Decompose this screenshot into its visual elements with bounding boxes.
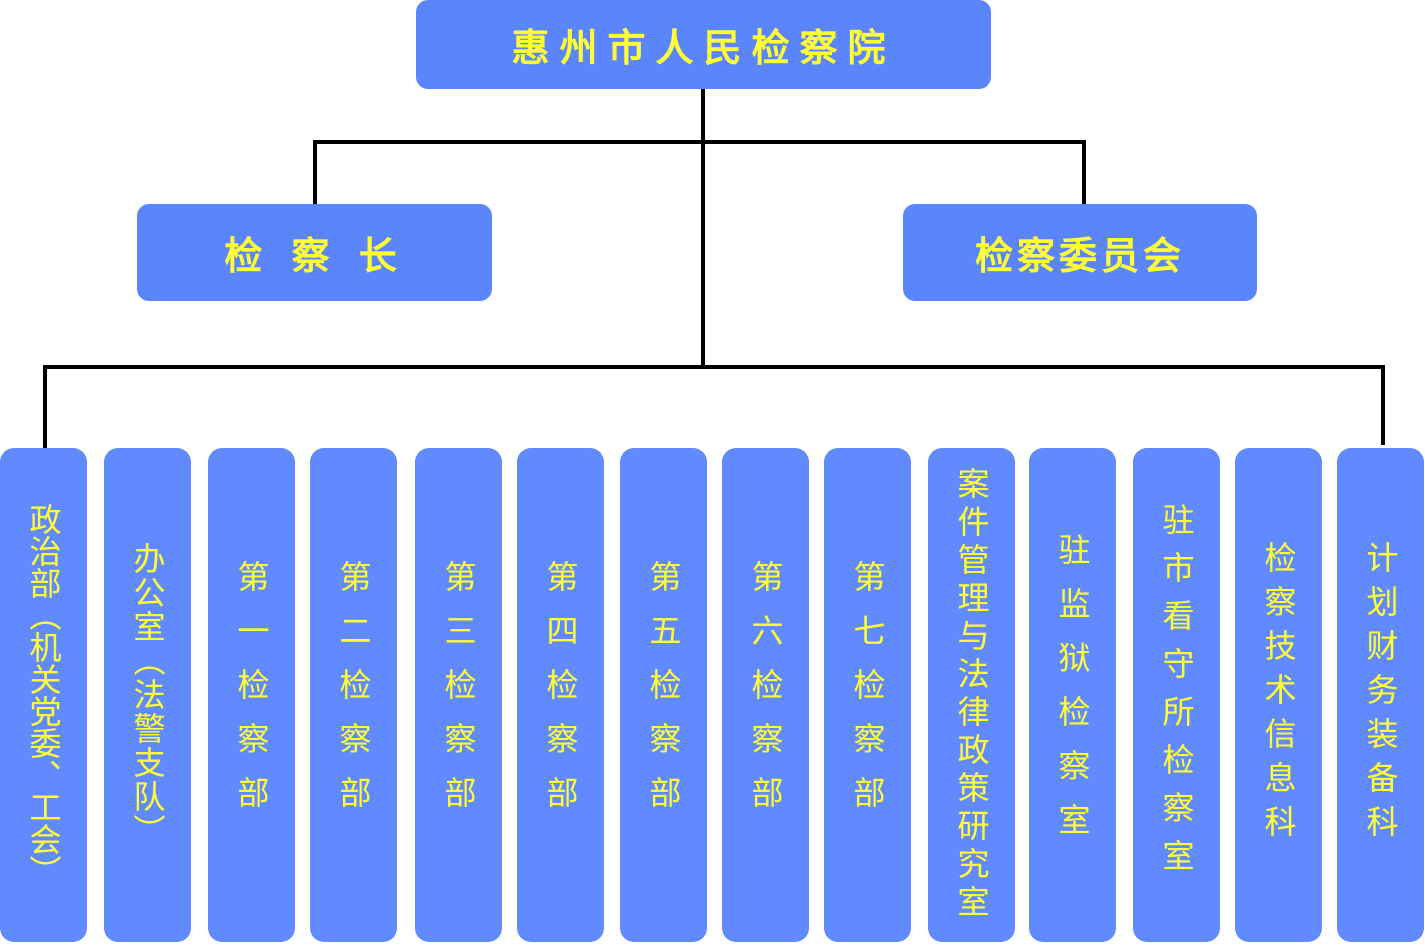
dept-node: 案件管理与法律政策研究室 (928, 448, 1015, 942)
dept-label: 政治部（机关党委、工会） (24, 503, 63, 887)
procuratorial-committee-label: 检察委员会 (974, 234, 1185, 278)
connector-level2-horizontal (313, 140, 1086, 144)
dept-node: 驻监狱检察室 (1029, 448, 1116, 942)
dept-label: 驻监狱检察室 (1053, 533, 1092, 857)
dept-label: 第二检察部 (334, 560, 373, 830)
dept-node: 第四检察部 (517, 448, 604, 942)
dept-label: 案件管理与法律政策研究室 (952, 467, 991, 923)
connector-root-vertical (701, 88, 705, 368)
connector-dept-right (1381, 365, 1385, 445)
dept-node: 办公室（法警支队） (104, 448, 191, 942)
chief-procurator-label: 检 察 长 (224, 234, 405, 278)
dept-node: 第三检察部 (415, 448, 502, 942)
dept-label: 计划财务装备科 (1361, 541, 1400, 849)
dept-node: 第六检察部 (722, 448, 809, 942)
dept-label: 第五检察部 (644, 560, 683, 830)
dept-label: 第六检察部 (746, 560, 785, 830)
dept-node: 驻市看守所检察室 (1133, 448, 1220, 942)
dept-node: 第一检察部 (208, 448, 295, 942)
connector-level2-right (1082, 140, 1086, 205)
dept-node: 第二检察部 (310, 448, 397, 942)
root-label: 惠州市人民检察院 (511, 26, 896, 70)
dept-node: 政治部（机关党委、工会） (0, 448, 87, 942)
procuratorial-committee-node: 检察委员会 (903, 204, 1257, 301)
dept-label: 驻市看守所检察室 (1157, 503, 1196, 887)
dept-label: 第三检察部 (439, 560, 478, 830)
chief-procurator-node: 检 察 长 (137, 204, 492, 301)
connector-level2-left (313, 140, 317, 205)
dept-node: 计划财务装备科 (1337, 448, 1424, 942)
dept-label: 检察技术信息科 (1259, 541, 1298, 849)
dept-node: 第五检察部 (620, 448, 707, 942)
dept-node: 检察技术信息科 (1235, 448, 1322, 942)
connector-dept-left (43, 365, 47, 448)
dept-label: 第七检察部 (848, 560, 887, 830)
root-node: 惠州市人民检察院 (416, 0, 991, 89)
dept-label: 第一检察部 (232, 560, 271, 830)
dept-label: 办公室（法警支队） (128, 542, 167, 848)
dept-node: 第七检察部 (824, 448, 911, 942)
dept-label: 第四检察部 (541, 560, 580, 830)
connector-dept-horizontal (43, 365, 1385, 369)
